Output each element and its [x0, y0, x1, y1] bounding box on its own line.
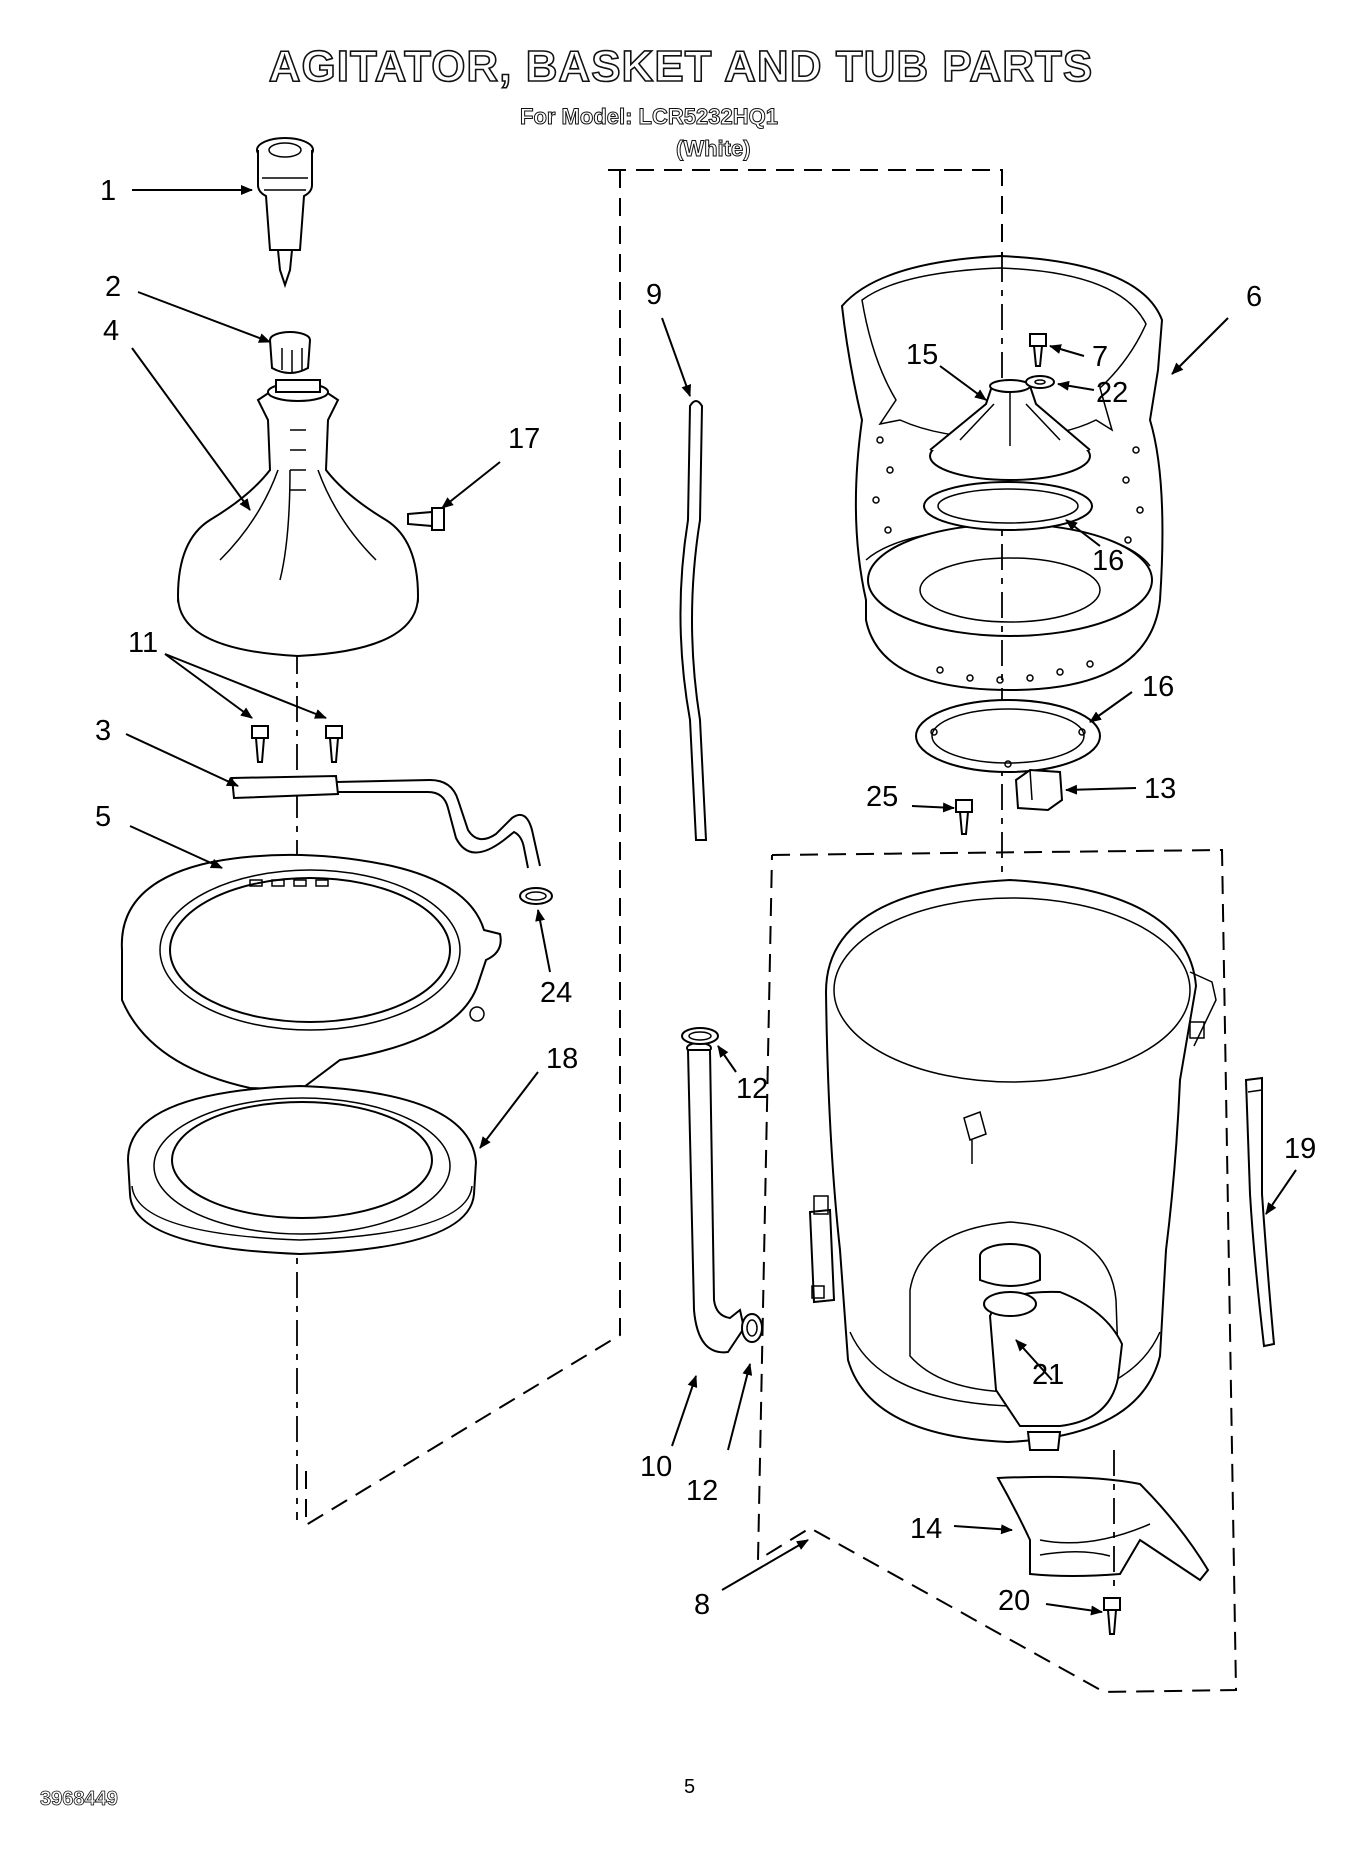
callout-13: 13 [1144, 773, 1176, 805]
basket-perforations [872, 436, 1144, 684]
hub-gasket-upper-part [923, 481, 1093, 531]
tub-seal-strip-part [1244, 1076, 1276, 1348]
arrow-16a [1065, 519, 1101, 547]
callout-22: 22 [1096, 377, 1128, 409]
arrow-19 [1265, 1169, 1297, 1215]
drive-cam-part [269, 331, 311, 374]
callout-8: 8 [694, 1589, 710, 1621]
callout-20: 20 [998, 1585, 1030, 1617]
arrow-21 [1015, 1339, 1053, 1381]
shield-screw-part [1103, 1597, 1121, 1635]
arrow-9 [661, 317, 691, 397]
arrow-2 [137, 291, 271, 343]
hub-bolt-part [1029, 333, 1047, 367]
callout-12b: 12 [686, 1475, 718, 1507]
hub-gasket-lower-part [915, 699, 1101, 773]
fill-hose-part [679, 400, 708, 841]
callout-25: 25 [866, 781, 898, 813]
tub-group-boundary [756, 848, 1238, 1694]
arrow-17 [441, 461, 501, 509]
callout-16a: 16 [1092, 545, 1124, 577]
arrow-13 [1065, 784, 1137, 795]
callout-10: 10 [640, 1451, 672, 1483]
hub-washer-part [1025, 375, 1055, 389]
arrow-5 [129, 825, 223, 869]
callout-16b: 16 [1142, 671, 1174, 703]
arrow-12b [727, 1363, 753, 1451]
callout-12a: 12 [736, 1073, 768, 1105]
arrow-10 [671, 1375, 698, 1447]
arrow-7 [1049, 344, 1085, 357]
agitator-screw-part [407, 507, 445, 531]
arrow-25 [911, 802, 955, 813]
callout-14: 14 [910, 1513, 942, 1545]
dispenser-tube-part [230, 774, 541, 869]
arrow-22 [1057, 380, 1095, 391]
arrow-12a [717, 1045, 737, 1073]
arrow-18 [479, 1071, 539, 1149]
arrow-11b [164, 653, 327, 719]
page-number: 5 [684, 1776, 696, 1798]
tub-seal-ring-part [126, 1084, 478, 1256]
gasket-bolt-part [955, 799, 973, 835]
callout-17: 17 [508, 423, 540, 455]
arrow-16b [1089, 691, 1133, 723]
callout-6: 6 [1246, 281, 1262, 313]
model-label: For Model: LCR5232HQ1 [520, 104, 779, 130]
agitator-cap-part [256, 137, 314, 289]
callout-15: 15 [906, 339, 938, 371]
outer-tub-part [808, 878, 1217, 1451]
tub-shield-part [996, 1475, 1210, 1582]
basket-hub-part [929, 379, 1091, 481]
callout-24: 24 [540, 977, 572, 1009]
hose-clamp-upper-part [681, 1027, 719, 1045]
tube-clamp-part [519, 887, 553, 905]
arrow-8 [721, 1539, 809, 1591]
page-title: AGITATOR, BASKET AND TUB PARTS [268, 41, 1094, 92]
arrow-24 [535, 909, 551, 973]
arrow-4 [131, 347, 251, 511]
tub-ring-part [120, 853, 502, 1103]
agitator-part [176, 379, 420, 658]
callout-19: 19 [1284, 1133, 1316, 1165]
callout-1: 1 [100, 175, 116, 207]
bracket-screws-part [251, 725, 343, 763]
arrow-3 [125, 733, 239, 787]
arrow-14 [953, 1524, 1013, 1535]
hose-clamp-lower-part [741, 1313, 763, 1343]
callout-18: 18 [546, 1043, 578, 1075]
arrow-15 [939, 365, 987, 401]
arrow-6 [1171, 317, 1229, 375]
retainer-clip-part [1014, 768, 1064, 812]
callout-5: 5 [95, 801, 111, 833]
callout-21: 21 [1032, 1359, 1064, 1391]
callout-7: 7 [1092, 341, 1108, 373]
callout-3: 3 [95, 715, 111, 747]
arrow-11a [164, 653, 253, 719]
callout-2: 2 [105, 271, 121, 303]
document-number: 3968449 [40, 1788, 119, 1811]
color-label: (White) [676, 136, 752, 162]
callout-11: 11 [128, 627, 158, 659]
callout-9: 9 [646, 279, 662, 311]
callout-4: 4 [103, 315, 119, 347]
left-group-boundary [305, 169, 1003, 1527]
arrow-20 [1045, 1603, 1103, 1616]
